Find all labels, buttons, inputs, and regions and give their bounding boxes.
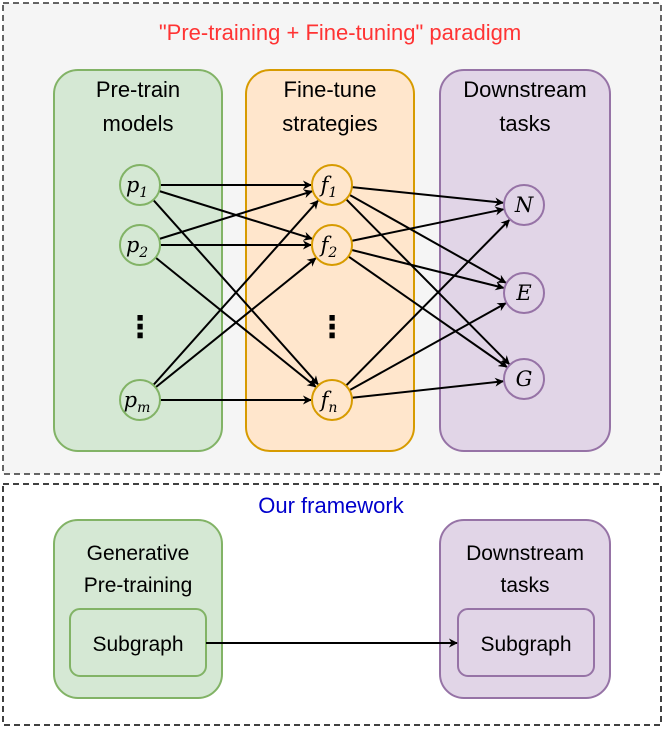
node-circle bbox=[311, 379, 353, 421]
generative-pretraining-label-line1: Generative bbox=[87, 542, 190, 565]
downstream-column-label-line2: tasks bbox=[499, 111, 550, 136]
edge-finetune-2-to-downstream-1 bbox=[349, 302, 507, 392]
node-circle bbox=[311, 164, 353, 206]
downstream-column bbox=[439, 69, 611, 452]
pretrain-column-label-line2: models bbox=[103, 111, 174, 136]
downstream-node-e: E bbox=[503, 272, 545, 314]
node-label: G bbox=[516, 367, 533, 391]
downstream-node-g: G bbox=[503, 358, 545, 400]
pretrain-column-label-line1: Pre-train bbox=[96, 77, 180, 102]
pretrain-node-pm: pm bbox=[119, 379, 161, 421]
edge-finetune-0-to-downstream-1 bbox=[348, 193, 507, 284]
finetune-node-f1: f1 bbox=[311, 164, 353, 206]
top-section-title: "Pre-training + Fine-tuning" paradigm bbox=[159, 20, 521, 45]
edge-finetune-2-to-downstream-2 bbox=[351, 377, 504, 399]
finetune-column-label-line1: Fine-tune bbox=[284, 77, 377, 102]
edge-finetune-2-to-downstream-0 bbox=[345, 219, 511, 387]
pretrain-node-p1: p1 bbox=[119, 164, 161, 206]
node-circle bbox=[503, 358, 545, 400]
edge-pretrain-2-to-finetune-0 bbox=[152, 200, 319, 386]
edge-finetune-1-to-downstream-2 bbox=[347, 255, 508, 368]
node-label: p1 bbox=[126, 173, 148, 201]
node-circle bbox=[311, 224, 353, 266]
generative-pretraining-label-line2: Pre-training bbox=[84, 574, 193, 597]
bottom-downstream-label-line2: tasks bbox=[500, 574, 549, 597]
pretrain-node-p2: p2 bbox=[119, 224, 161, 266]
node-circle bbox=[119, 164, 161, 206]
finetune-ellipsis: ⋮ bbox=[317, 311, 347, 344]
node-label: p2 bbox=[126, 233, 148, 261]
finetune-node-fn: fn bbox=[311, 379, 353, 421]
node-label: fn bbox=[319, 388, 338, 416]
nodes-group: p1 p2 pm f1 f2 fn N E G bbox=[119, 164, 545, 421]
downstream-node-n: N bbox=[503, 184, 545, 226]
downstream-subgraph-box bbox=[457, 608, 595, 677]
node-label: f1 bbox=[319, 173, 338, 201]
edge-pretrain-1-to-finetune-0 bbox=[158, 189, 313, 240]
edges-group bbox=[152, 180, 511, 405]
downstream-column-label-line1: Downstream bbox=[463, 77, 586, 102]
bottom-section-title: Our framework bbox=[258, 493, 404, 518]
edge-finetune-1-to-downstream-0 bbox=[351, 206, 505, 242]
node-circle bbox=[119, 379, 161, 421]
node-label: pm bbox=[124, 388, 151, 416]
node-label: f2 bbox=[319, 233, 338, 261]
edge-finetune-1-to-downstream-1 bbox=[351, 248, 505, 291]
edge-pretrain-2-to-finetune-1 bbox=[154, 257, 317, 389]
edge-finetune-0-to-downstream-2 bbox=[345, 198, 510, 365]
pretrain-ellipsis: ⋮ bbox=[125, 311, 155, 344]
node-circle bbox=[503, 184, 545, 226]
pretrain-subgraph-label: Subgraph bbox=[92, 633, 183, 656]
bottom-downstream-label-line1: Downstream bbox=[466, 542, 584, 565]
downstream-subgraph-label: Subgraph bbox=[480, 633, 571, 656]
node-label: E bbox=[515, 281, 531, 305]
edge-finetune-0-to-downstream-0 bbox=[351, 186, 504, 207]
finetune-column-label-line2: strategies bbox=[282, 111, 377, 136]
node-circle bbox=[119, 224, 161, 266]
node-circle bbox=[503, 272, 545, 314]
finetune-node-f2: f2 bbox=[311, 224, 353, 266]
node-label: N bbox=[514, 193, 534, 217]
